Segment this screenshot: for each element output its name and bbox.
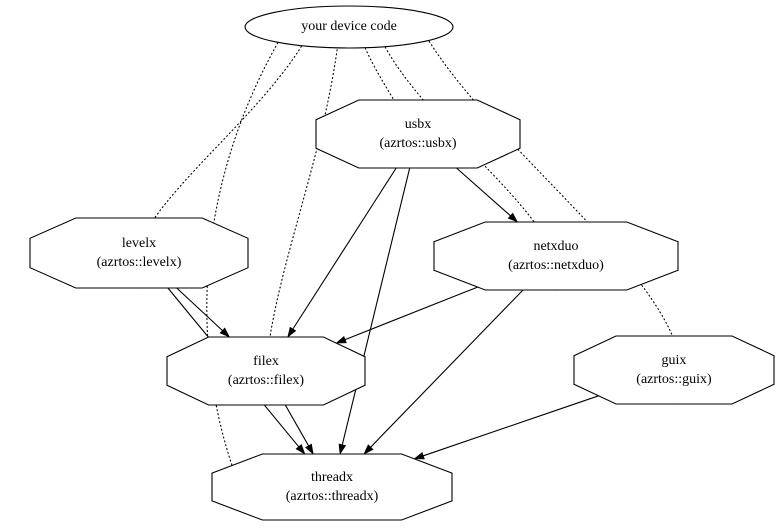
edge-device-to-guix [411, 9, 682, 396]
node-levelx[interactable]: levelx(azrtos::levelx) [29, 217, 249, 289]
edge-guix-to-threadx [423, 395, 599, 457]
edge-netxduo-to-threadx [370, 289, 524, 448]
arrowhead-levelx-to-filex [219, 327, 231, 338]
node-label-netxduo-primary: netxduo [533, 239, 578, 254]
node-shape-filex [166, 336, 366, 406]
node-threadx[interactable]: threadx(azrtos::threadx) [211, 453, 453, 521]
node-label-threadx-primary: threadx [311, 470, 353, 485]
edge-usbx-to-netxduo [456, 167, 511, 217]
arrowhead-usbx-to-filex [287, 326, 297, 338]
node-label-usbx-primary: usbx [405, 117, 431, 132]
node-layer: your device codeusbx(azrtos::usbx)levelx… [29, 5, 775, 521]
node-label-filex-package: (azrtos::filex) [228, 373, 305, 388]
node-shape-usbx [315, 99, 521, 169]
node-label-usbx-package: (azrtos::usbx) [380, 136, 457, 151]
node-label-filex-primary: filex [253, 354, 279, 369]
node-label-guix-primary: guix [662, 353, 687, 368]
node-netxduo[interactable]: netxduo(azrtos::netxduo) [433, 221, 679, 291]
edge-netxduo-to-filex [344, 286, 478, 341]
node-guix[interactable]: guix(azrtos::guix) [573, 335, 775, 405]
node-device[interactable]: your device code [244, 5, 454, 49]
node-label-levelx-package: (azrtos::levelx) [97, 255, 182, 270]
node-label-levelx-primary: levelx [122, 236, 156, 251]
edge-usbx-to-threadx [341, 167, 411, 445]
edge-filex-to-threadx [284, 404, 309, 446]
arrowhead-levelx-to-threadx [295, 444, 306, 455]
node-label-netxduo-package: (azrtos::netxduo) [508, 258, 604, 273]
edge-levelx-to-filex [176, 287, 223, 331]
node-shape-netxduo [433, 221, 679, 291]
arrowhead-filex-to-threadx [305, 443, 314, 455]
arrowhead-usbx-to-threadx [338, 443, 347, 455]
arrowhead-guix-to-threadx [413, 451, 425, 460]
arrowhead-netxduo-to-filex [335, 335, 347, 344]
arrowhead-usbx-to-netxduo [507, 212, 519, 223]
node-shape-guix [573, 335, 775, 405]
edge-device-to-levelx [132, 6, 321, 280]
node-usbx[interactable]: usbx(azrtos::usbx) [315, 99, 521, 169]
node-label-threadx-package: (azrtos::threadx) [286, 489, 379, 504]
node-shape-threadx [211, 453, 453, 521]
node-filex[interactable]: filex(azrtos::filex) [166, 336, 366, 406]
arrowhead-netxduo-to-threadx [363, 444, 374, 455]
node-shape-device [244, 5, 454, 49]
node-label-guix-package: (azrtos::guix) [636, 372, 712, 387]
node-shape-levelx [29, 217, 249, 289]
edge-device-to-filex [265, 5, 342, 397]
node-label-device-primary: your device code [301, 19, 397, 34]
edge-usbx-to-filex [292, 167, 397, 330]
